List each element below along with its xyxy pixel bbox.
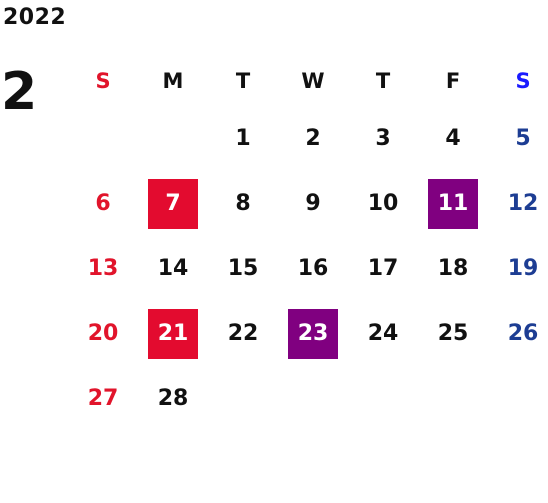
calendar-day: 13 [68, 236, 138, 301]
calendar-day-number: 28 [157, 386, 189, 411]
calendar-day: 28 [138, 366, 208, 431]
calendar-day-number: 19 [507, 256, 539, 281]
calendar-day-number: 7 [148, 178, 198, 229]
calendar-day: 15 [208, 236, 278, 301]
calendar-day: 11 [418, 171, 488, 236]
calendar-day-number [288, 374, 338, 424]
calendar-day: 21 [138, 301, 208, 366]
calendar-day: 6 [68, 171, 138, 236]
calendar-day-number: 17 [367, 256, 399, 281]
calendar-day-number: 3 [375, 126, 391, 151]
calendar-month: 2 [1, 62, 38, 122]
calendar-empty-cell [348, 366, 418, 431]
calendar-empty-cell [208, 366, 278, 431]
calendar-day: 3 [348, 106, 418, 171]
weekday-header-monday: M [162, 69, 184, 93]
calendar-day: 20 [68, 301, 138, 366]
calendar-day-number: 2 [305, 126, 321, 151]
calendar-day-number: 26 [507, 321, 539, 346]
calendar-day-number: 1 [235, 126, 251, 151]
calendar-year: 2022 [3, 5, 67, 30]
weekday-header-friday: F [445, 69, 461, 93]
calendar-day: 10 [348, 171, 418, 236]
weekday-header-tuesday: T [235, 69, 251, 93]
calendar-day-number: 15 [227, 256, 259, 281]
calendar-day: 5 [488, 106, 548, 171]
calendar-empty-cell [68, 106, 138, 171]
calendar-day-number [428, 374, 478, 424]
calendar-day-number: 16 [297, 256, 329, 281]
calendar-day: 8 [208, 171, 278, 236]
calendar-day-number: 13 [87, 256, 119, 281]
calendar-day: 1 [208, 106, 278, 171]
calendar-day-number [218, 374, 268, 424]
calendar-day: 17 [348, 236, 418, 301]
calendar-day: 26 [488, 301, 548, 366]
calendar-day: 4 [418, 106, 488, 171]
calendar-day-number: 22 [227, 321, 259, 346]
calendar-day: 27 [68, 366, 138, 431]
calendar-empty-cell [138, 106, 208, 171]
calendar-day-number: 9 [305, 191, 321, 216]
calendar-day: 18 [418, 236, 488, 301]
calendar-day-number: 10 [367, 191, 399, 216]
calendar-empty-cell [488, 366, 548, 431]
calendar-day: 24 [348, 301, 418, 366]
calendar-day: 2 [278, 106, 348, 171]
calendar-day-number: 20 [87, 321, 119, 346]
calendar-day: 16 [278, 236, 348, 301]
calendar-day-number [498, 374, 548, 424]
calendar-day-number: 21 [148, 308, 198, 359]
calendar-day-number: 12 [507, 191, 539, 216]
weekday-header-thursday: T [375, 69, 391, 93]
calendar-day-number: 5 [515, 126, 531, 151]
calendar-day-number [358, 374, 408, 424]
calendar-day-number: 23 [288, 308, 338, 359]
calendar-empty-cell [418, 366, 488, 431]
calendar-day: 25 [418, 301, 488, 366]
calendar-day-number: 14 [157, 256, 189, 281]
calendar-day-number: 27 [87, 386, 119, 411]
calendar-day-number: 11 [428, 178, 478, 229]
weekday-header-saturday: S [515, 69, 531, 93]
calendar-day-number: 8 [235, 191, 251, 216]
calendar-day: 12 [488, 171, 548, 236]
calendar-day: 14 [138, 236, 208, 301]
calendar-day-number [78, 114, 128, 164]
calendar-day-number [148, 114, 198, 164]
calendar-day-number: 18 [437, 256, 469, 281]
calendar-empty-cell [278, 366, 348, 431]
calendar-day-number: 24 [367, 321, 399, 346]
calendar-day-number: 6 [95, 191, 111, 216]
calendar-day: 23 [278, 301, 348, 366]
calendar-day: 22 [208, 301, 278, 366]
weekday-header-sunday: S [95, 69, 111, 93]
calendar-day: 9 [278, 171, 348, 236]
calendar-day-number: 4 [445, 126, 461, 151]
calendar-day: 7 [138, 171, 208, 236]
weekday-header-wednesday: W [301, 69, 325, 93]
calendar-day-number: 25 [437, 321, 469, 346]
calendar-day: 19 [488, 236, 548, 301]
